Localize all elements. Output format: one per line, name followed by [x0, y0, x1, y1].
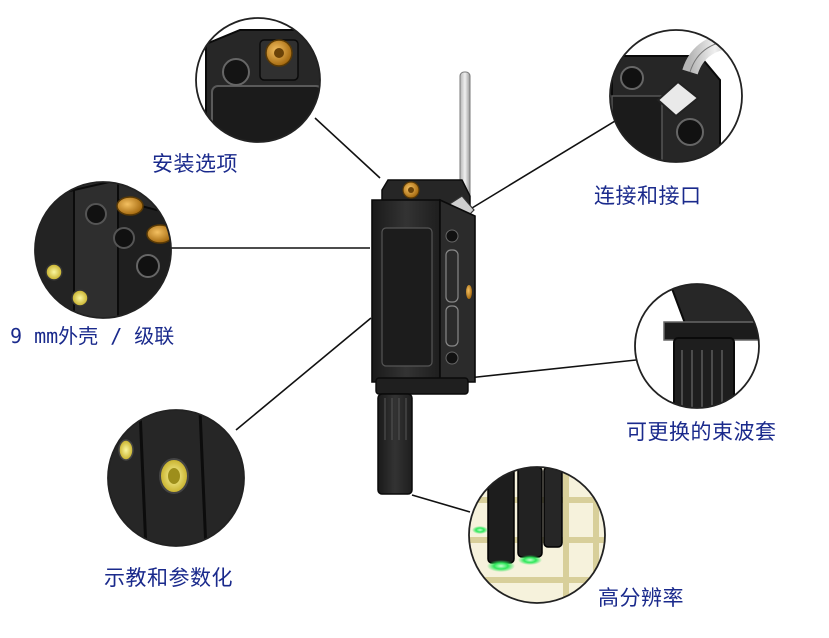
leader-lines [170, 117, 637, 513]
leader-install [314, 117, 381, 179]
leader-connection [471, 117, 621, 209]
leader-sleeve [467, 359, 637, 379]
label-replaceable-sleeve: 可更换的束波套 [626, 420, 777, 444]
label-high-resolution: 高分辨率 [598, 586, 684, 610]
leader-resolution [411, 494, 471, 513]
callout-install-options [195, 17, 321, 143]
callout-teach [107, 409, 245, 547]
callout-connection [609, 29, 743, 163]
label-install-options: 安装选项 [152, 152, 238, 176]
sensor-illustration [371, 71, 476, 495]
lens-sleeve [377, 393, 413, 495]
label-teach-param: 示教和参数化 [104, 566, 233, 590]
callout-resolution [468, 466, 606, 604]
green-light-spot-icon [487, 560, 515, 572]
label-housing: 9 mm外壳 / 级联 [10, 324, 175, 348]
callout-sleeve [634, 283, 760, 409]
leader-teach [235, 317, 372, 431]
callout-housing [34, 181, 172, 319]
label-connection: 连接和接口 [594, 184, 702, 208]
connector-clip-icon [656, 80, 700, 118]
